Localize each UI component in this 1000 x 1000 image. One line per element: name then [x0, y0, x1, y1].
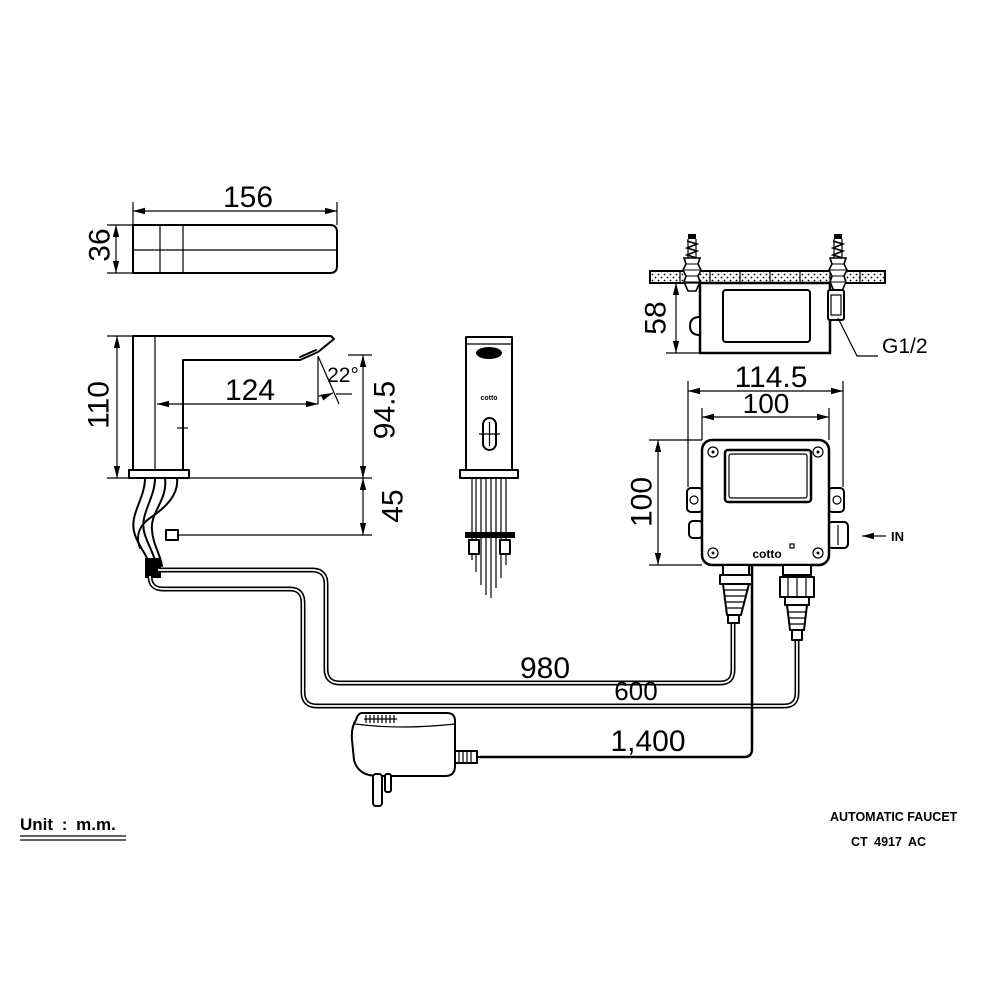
faucet-logo: cotto [480, 395, 497, 402]
angle-label: 22° [327, 364, 359, 387]
dimension-58: 58 [640, 282, 700, 354]
supply-pipes-side-view [132, 477, 179, 578]
inlet-label: IN [891, 529, 904, 544]
water-inlet-connector [779, 564, 815, 641]
dimension-100-height: 100 [626, 439, 702, 566]
box-logo: cotto [752, 547, 781, 561]
title-block: AUTOMATIC FAUCET CT 4917 AC [830, 810, 958, 849]
dimension-94-5: 94.5 [189, 354, 402, 479]
dimension-label: 124 [225, 374, 275, 407]
sensor-angle-indicator: 22° [317, 355, 359, 405]
sensor-cable: 980 [158, 567, 736, 686]
box-window [723, 448, 813, 504]
adapter-body [350, 712, 456, 777]
faucet-front-view: cotto [459, 336, 519, 598]
dimension-45: 45 [176, 478, 410, 536]
control-box-top-view [649, 233, 886, 355]
dimension-114-5: 114.5 [687, 361, 844, 487]
drawing-title: AUTOMATIC FAUCET [830, 810, 958, 824]
water-hose: 600 [147, 575, 800, 709]
dimension-label: 94.5 [369, 381, 402, 439]
inlet-arrow: IN [862, 529, 904, 544]
spout-top-view [132, 224, 338, 274]
faucet-base-plate [128, 469, 190, 479]
dimension-label: 114.5 [735, 361, 808, 394]
adapter-vents [364, 715, 397, 723]
cable-length-label: 1,400 [610, 725, 685, 758]
dimension-156: 156 [132, 181, 338, 225]
hose-length-label: 600 [614, 676, 657, 706]
pipe-connector [145, 558, 161, 578]
dimension-label: 100 [743, 388, 790, 419]
dimension-100-width: 100 [701, 388, 830, 440]
faucet-front-base [459, 469, 519, 479]
dimension-36: 36 [84, 224, 133, 274]
thread-callout: G1/2 [837, 317, 928, 358]
dimension-label: 110 [83, 381, 116, 429]
adapter-plug-prongs [372, 773, 392, 807]
unit-label: Unit : m.m. [20, 815, 116, 834]
spout-top-outline [132, 224, 338, 274]
sensor-window [299, 349, 317, 358]
unit-note: Unit : m.m. [20, 815, 126, 841]
dimension-124: 124 [157, 374, 318, 408]
model-number: CT 4917 AC [851, 835, 926, 849]
control-box-front-view: cotto [686, 438, 849, 567]
side-knob-top [689, 316, 701, 336]
dimension-label: 156 [223, 181, 273, 214]
box-window-top [722, 289, 811, 343]
dimension-label: 58 [640, 301, 673, 334]
supply-pipes-front-view [465, 478, 515, 598]
inlet-connector-top [827, 289, 845, 321]
faucet-body-outline [132, 335, 335, 471]
dimension-110: 110 [83, 335, 133, 479]
adapter-cable-strain-relief [454, 750, 482, 764]
dimension-label: 36 [84, 228, 117, 261]
power-cable: 1,400 [480, 566, 754, 759]
cable-length-label: 980 [520, 652, 570, 685]
sensor-cable-connector [719, 564, 753, 624]
dimension-label: 100 [626, 477, 659, 527]
corner-screws [707, 446, 824, 559]
power-adapter [350, 712, 482, 807]
aerator [476, 347, 502, 359]
thread-label: G1/2 [882, 335, 928, 358]
dimension-label: 45 [377, 489, 410, 522]
faucet-side-view [128, 335, 335, 479]
